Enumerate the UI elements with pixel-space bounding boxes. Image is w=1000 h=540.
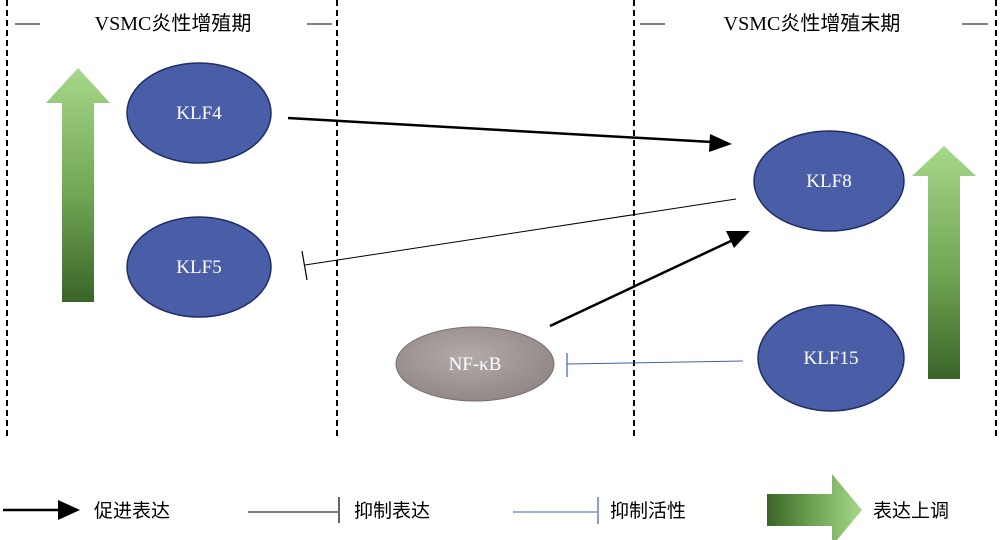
legend-inhibit-expression-label: 抑制表达 [354,500,430,522]
node-klf8: KLF8 [753,130,905,232]
connections [287,116,750,377]
upregulation-arrow-right [912,146,976,379]
upregulation-arrow-left [46,68,110,302]
phase-title-late: VSMC炎性增殖末期 [724,12,901,35]
legend-upregulate-expression: 表达上调 [767,474,949,540]
edge-nfkb-to-klf8 [549,238,734,328]
legend-inhibit-activity: 抑制活性 [513,497,686,524]
node-klf5: KLF5 [126,216,272,318]
legend-green-arrow-icon [767,474,862,540]
edge-klf15-inhibits-nfkb [566,360,744,365]
legend-promote-expression-label: 促进表达 [94,500,170,522]
node-nfkb-label: NF-κB [449,354,502,375]
phase-dividers [6,0,997,440]
node-klf15-label: KLF15 [804,348,859,369]
edge-klf8-inhibits-klf5 [304,198,737,266]
edge-klf4-to-klf8 [287,116,713,144]
node-klf4-label: KLF4 [176,103,222,124]
legend-arrow-head-icon [58,500,80,520]
edge-nfkb-to-klf8-head [726,231,750,248]
edge-klf4-to-klf8-head [709,134,732,152]
node-klf5-label: KLF5 [176,257,221,278]
legend-inhibit-expression: 抑制表达 [248,497,430,523]
node-nfkb: NF-κB [395,326,555,402]
legend: 促进表达 抑制表达 抑制活性 表达上调 [3,474,949,540]
legend-promote-expression: 促进表达 [3,500,170,522]
phase-title-early: VSMC炎性增殖期 [95,12,252,35]
legend-inhibit-activity-label: 抑制活性 [610,500,686,522]
edge-klf8-inhibits-klf5-bar [301,250,308,281]
legend-upregulate-expression-label: 表达上调 [873,500,949,522]
node-klf4: KLF4 [126,62,272,164]
node-klf15: KLF15 [757,304,905,412]
node-klf8-label: KLF8 [806,171,851,192]
